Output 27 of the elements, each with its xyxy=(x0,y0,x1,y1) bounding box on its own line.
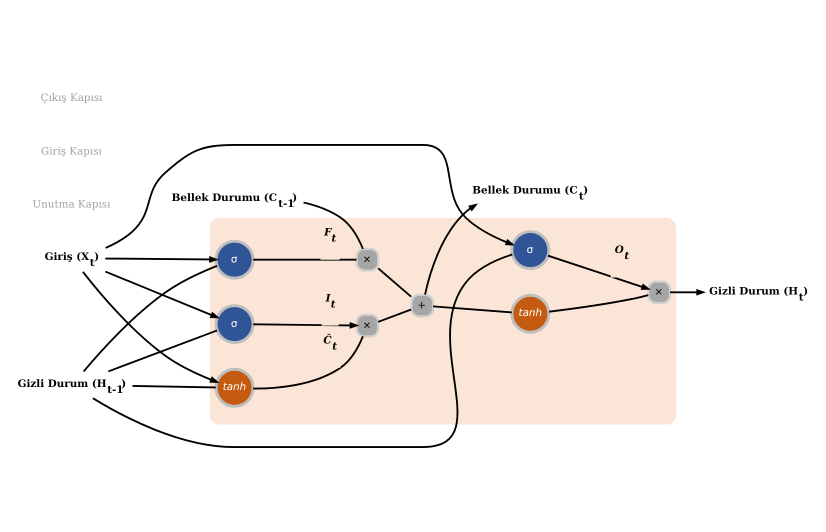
node-circle: tanh xyxy=(510,294,550,334)
connector xyxy=(303,202,364,250)
arrow xyxy=(105,270,220,318)
label: Unutma Kapısı xyxy=(32,198,110,211)
node-circle: σ xyxy=(214,304,255,344)
arrow xyxy=(105,256,219,263)
arrow xyxy=(253,322,360,329)
arrow xyxy=(670,288,706,296)
arrow xyxy=(424,203,478,295)
connector xyxy=(548,294,648,313)
connector xyxy=(108,330,218,372)
label: Çıkış Kapısı xyxy=(40,92,102,104)
connector xyxy=(432,305,512,314)
connector xyxy=(253,258,357,261)
connector xyxy=(378,308,412,323)
connector xyxy=(82,265,218,372)
connector xyxy=(253,336,364,390)
arrow xyxy=(548,254,651,290)
arrow xyxy=(82,271,220,383)
label: Giriş Kapısı xyxy=(40,145,102,158)
connector xyxy=(92,254,513,448)
node-circle: σ xyxy=(510,230,550,270)
arrow xyxy=(105,144,516,249)
connector xyxy=(132,385,216,388)
node-circle: tanh xyxy=(214,368,255,408)
connector xyxy=(378,268,412,298)
node-circle: σ xyxy=(214,240,255,280)
